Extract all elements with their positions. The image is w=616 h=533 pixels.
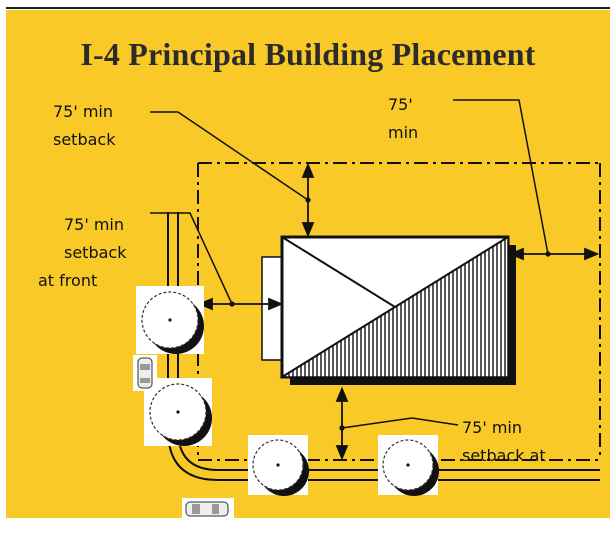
front-setback-label: 75' min setback at front [38, 211, 126, 295]
side-setback-label-line2: min [388, 123, 419, 142]
roof-hip-line [281, 236, 509, 378]
front-setback-label-line3: at front [38, 271, 98, 290]
bottom-setback-label: 75' min setback at [462, 414, 546, 470]
tree-icon [248, 435, 309, 496]
front-setback-label-line2: setback [64, 243, 127, 262]
side-setback-label: 75' min [388, 91, 418, 147]
bottom-setback-label-line1: 75' min [462, 418, 523, 437]
tree-icon [136, 286, 204, 354]
roof-ridge-line [281, 236, 396, 308]
street-trees [136, 286, 439, 496]
diagram-title: I-4 Principal Building Placement [80, 36, 536, 72]
front-setback-label-line1: 75' min [64, 215, 125, 234]
tree-icon [144, 378, 212, 446]
dimension-arrows [197, 162, 600, 461]
rear-setback-label-line1: 75' min [53, 102, 114, 121]
leader-dots [229, 197, 551, 431]
side-setback-label-line1: 75' [388, 95, 413, 114]
bottom-setback-label-line2: setback at [462, 446, 546, 465]
parked-car-vertical [133, 355, 157, 391]
rear-setback-label-line2: setback [53, 130, 116, 149]
rear-setback-label: 75' min setback [53, 98, 115, 154]
tree-icon [378, 435, 439, 496]
leader-lines [150, 99, 549, 429]
parked-car-horizontal [182, 498, 234, 520]
principal-building [261, 235, 516, 385]
